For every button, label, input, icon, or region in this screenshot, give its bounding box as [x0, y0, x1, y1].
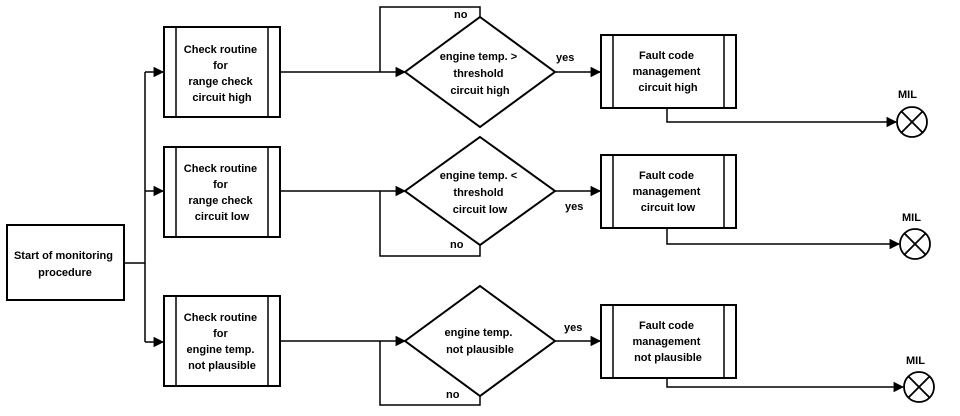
- svg-text:Fault code management: Fault code management circuit low: [633, 170, 704, 214]
- decision-label-line: not plausible: [446, 344, 514, 356]
- fault-label-line: Fault code: [639, 50, 694, 62]
- start-label-line: procedure: [38, 267, 92, 279]
- mil-connector: [666, 108, 898, 128]
- svg-text:Fault code management: Fault code management not plausible: [633, 320, 704, 364]
- check-label-line: for: [213, 328, 228, 340]
- check-routine-high: Check routine for range check circuit hi…: [163, 26, 281, 118]
- check-label-line: range check: [188, 76, 253, 88]
- decision-plausible: engine temp. not plausible: [403, 284, 557, 398]
- check-routine-plausible: Check routine for engine temp. not plaus…: [163, 295, 281, 387]
- mil-connector: [666, 228, 901, 250]
- no-loop: [379, 191, 481, 257]
- check-label-line: for: [213, 179, 228, 191]
- no-label: no: [454, 9, 468, 21]
- branch-plausible: Check routine for engine temp. not plaus…: [163, 284, 935, 406]
- start-label: Start of monitoring procedure: [14, 250, 116, 279]
- no-loop: [379, 6, 481, 72]
- branch-high: Check routine for range check circuit hi…: [163, 6, 928, 138]
- start-node: Start of monitoring procedure: [6, 224, 125, 301]
- mil-label: MIL: [906, 355, 925, 367]
- check-label-line: for: [213, 60, 228, 72]
- start-label-line: Start of monitoring: [14, 250, 113, 262]
- decision-label-line: circuit low: [453, 204, 508, 216]
- fault-code-plausible: Fault code management not plausible: [600, 304, 737, 379]
- check-routine-low: Check routine for range check circuit lo…: [163, 146, 281, 238]
- decision-label-line: engine temp. <: [440, 170, 517, 182]
- yes-label: yes: [565, 201, 583, 213]
- check-label-line: range check: [188, 195, 253, 207]
- mil-label: MIL: [902, 212, 921, 224]
- check-label-line: circuit high: [192, 92, 252, 104]
- branch-low: Check routine for range check circuit lo…: [163, 135, 931, 260]
- svg-text:engine temp. < thresho: engine temp. < threshold circuit low: [440, 170, 520, 216]
- start-connectors: [124, 66, 165, 348]
- decision-label-line: circuit high: [450, 85, 510, 97]
- mil-lamp-icon: [903, 371, 935, 403]
- fault-code-high: Fault code management circuit high: [600, 34, 737, 109]
- fault-label-line: not plausible: [634, 352, 702, 364]
- mil-lamp-icon: [899, 228, 931, 260]
- fault-label-line: management: [633, 186, 701, 198]
- mil-label: MIL: [898, 89, 917, 101]
- fault-code-low: Fault code management circuit low: [600, 154, 737, 229]
- decision-label-line: engine temp. >: [440, 51, 517, 63]
- decision-label-line: threshold: [453, 187, 503, 199]
- svg-text:Check routine for: Check routine for range check circuit lo…: [184, 163, 260, 223]
- check-label-line: not plausible: [188, 360, 256, 372]
- svg-text:engine temp. not plaus: engine temp. not plausible: [445, 327, 516, 356]
- check-label-line: circuit low: [195, 211, 250, 223]
- mil-connector: [666, 378, 905, 393]
- fault-label-line: management: [633, 66, 701, 78]
- no-loop: [379, 341, 481, 406]
- fault-label-line: circuit low: [641, 202, 696, 214]
- fault-label-line: Fault code: [639, 170, 694, 182]
- svg-text:engine temp. > thresho: engine temp. > threshold circuit high: [440, 51, 520, 97]
- fault-label-line: Fault code: [639, 320, 694, 332]
- svg-text:Check routine for: Check routine for range check circuit hi…: [184, 44, 260, 104]
- fault-label-line: management: [633, 336, 701, 348]
- decision-label-line: engine temp.: [445, 327, 513, 339]
- yes-label: yes: [556, 52, 574, 64]
- svg-text:Fault code management: Fault code management circuit high: [633, 50, 704, 94]
- no-label: no: [446, 389, 460, 401]
- decision-label-line: threshold: [453, 68, 503, 80]
- check-label-line: Check routine: [184, 163, 257, 175]
- yes-label: yes: [564, 322, 582, 334]
- check-label-line: Check routine: [184, 44, 257, 56]
- decision-high: engine temp. > threshold circuit high: [403, 15, 557, 129]
- svg-text:Check routine for: Check routine for engine temp. not plaus…: [184, 312, 260, 372]
- no-label: no: [450, 239, 464, 251]
- fault-label-line: circuit high: [638, 82, 698, 94]
- check-label-line: engine temp.: [187, 344, 255, 356]
- check-label-line: Check routine: [184, 312, 257, 324]
- mil-lamp-icon: [896, 106, 928, 138]
- decision-low: engine temp. < threshold circuit low: [403, 135, 557, 247]
